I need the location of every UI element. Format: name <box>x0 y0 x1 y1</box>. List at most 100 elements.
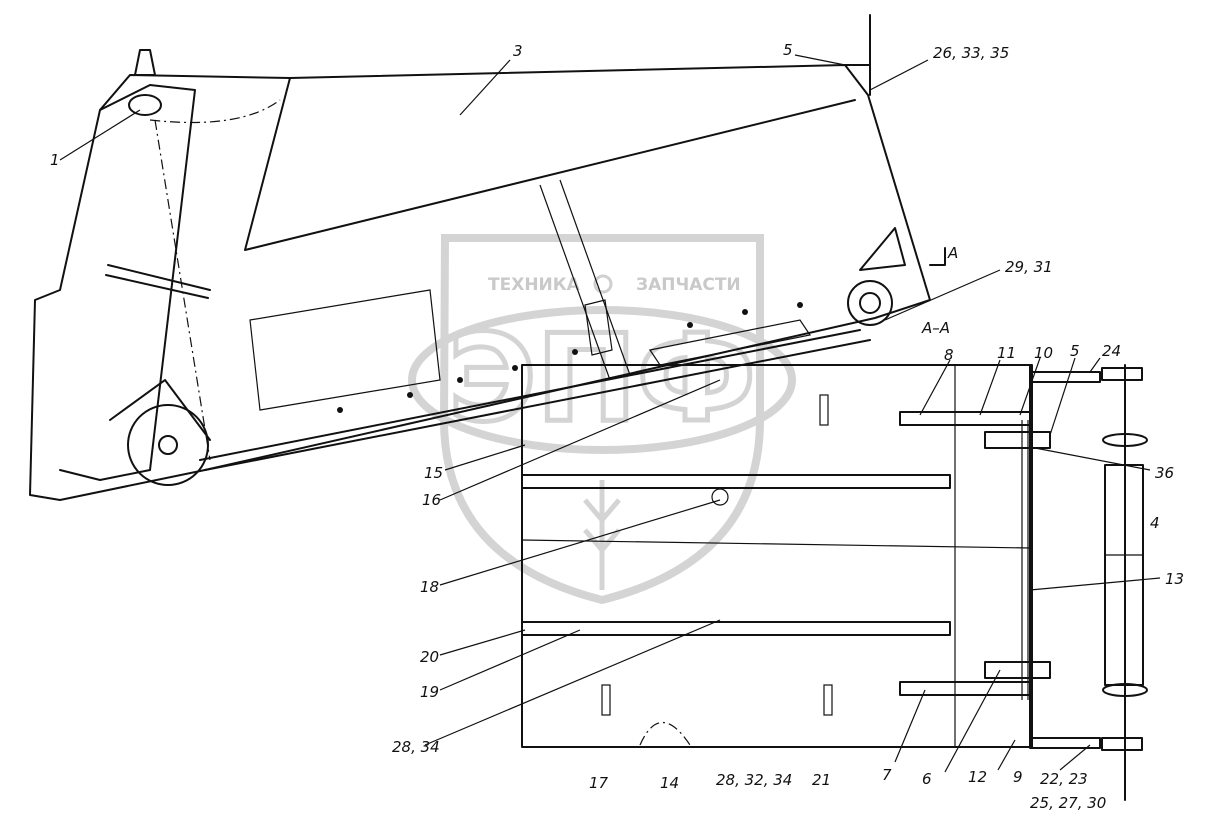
upper-bearing <box>128 94 162 116</box>
label-8-upper: 8 <box>944 346 954 364</box>
label-11: 11 <box>997 344 1016 362</box>
label-15: 15 <box>424 464 443 482</box>
label-22-23: 22, 23 <box>1040 770 1088 788</box>
leader <box>444 444 526 471</box>
leader <box>997 739 1016 771</box>
label-1: 1 <box>50 151 60 169</box>
leader <box>1029 577 1161 591</box>
section-view-title: A–A <box>921 319 950 337</box>
drive-pulley-hub <box>158 435 178 455</box>
mount-slot <box>601 684 611 716</box>
drive-pulley <box>127 404 209 486</box>
section-mark-letter: A <box>947 244 958 262</box>
hidden-arc <box>639 721 691 746</box>
leader <box>424 619 721 746</box>
leader <box>944 669 1001 773</box>
watermark-ellipse <box>408 306 796 454</box>
bolt <box>572 349 578 355</box>
label-25-27-30: 25, 27, 30 <box>1030 794 1106 812</box>
column-band <box>105 264 211 299</box>
label-29: 29, 31 <box>1005 258 1053 276</box>
strut-clamp <box>584 299 613 356</box>
tail-pulley <box>847 280 893 326</box>
bolt <box>457 377 463 383</box>
leader <box>869 59 929 91</box>
label-6: 6 <box>922 770 932 788</box>
lower-bracket <box>899 681 1031 696</box>
leader <box>1034 447 1151 471</box>
leader <box>459 59 511 116</box>
lower-flange <box>1102 683 1148 697</box>
bottom-shaft-cap <box>1101 737 1143 751</box>
leader <box>59 109 141 161</box>
mount-slot <box>819 394 829 426</box>
watermark-right-word: ЗАПЧАСТИ <box>636 275 741 295</box>
bottom-shaft-arm <box>1029 737 1101 749</box>
lower-slat <box>521 621 951 636</box>
leader <box>979 359 1001 416</box>
bolt <box>687 322 693 328</box>
centerline <box>149 99 281 124</box>
leader <box>1019 357 1041 416</box>
label-21: 21 <box>812 771 831 789</box>
label-4: 4 <box>1150 514 1160 532</box>
belt-line <box>521 539 1031 549</box>
part-labels: 1 3 5 26, 33, 35 A 29, 31 A–A 8 11 10 5 … <box>50 41 1184 812</box>
leader <box>439 629 526 656</box>
end-plates <box>1021 420 1029 700</box>
top-fitting <box>134 49 156 76</box>
label-5: 5 <box>1070 342 1080 360</box>
inspection-panel <box>249 289 441 411</box>
label-19: 19 <box>420 683 439 701</box>
label-14: 14 <box>660 774 679 792</box>
leader <box>1089 357 1101 373</box>
hopper-panel <box>244 77 856 251</box>
watermark-left-word: ТЕХНИКА <box>488 275 581 295</box>
upper-link <box>984 431 1051 449</box>
label-12: 12 <box>968 768 987 786</box>
label-13: 13 <box>1165 570 1184 588</box>
leader <box>439 379 721 501</box>
leader-lines <box>59 54 1161 773</box>
leader <box>919 359 951 416</box>
label-10: 10 <box>1034 344 1053 362</box>
label-3: 3 <box>513 42 523 60</box>
section-view <box>521 364 1148 801</box>
diagonal-strut <box>539 179 631 381</box>
tail-pulley-hub <box>859 292 881 314</box>
label-17: 17 <box>589 774 609 792</box>
left-column <box>59 84 196 481</box>
label-20: 20 <box>420 648 439 666</box>
upper-flange <box>1102 433 1148 447</box>
upper-bracket <box>899 411 1031 426</box>
label-18: 18 <box>420 578 439 596</box>
top-shaft-arm <box>1029 371 1101 383</box>
leader <box>1049 357 1076 436</box>
label-28-32-34: 28, 32, 34 <box>716 771 792 789</box>
label-5-top: 5 <box>783 41 793 59</box>
mount-slot <box>823 684 833 716</box>
bolt <box>797 302 803 308</box>
bolt <box>512 365 518 371</box>
leader <box>884 269 1001 321</box>
upper-slat <box>521 474 951 489</box>
label-9: 9 <box>1013 768 1023 786</box>
gear-icon <box>593 274 613 294</box>
bolt <box>337 407 343 413</box>
wheat-icon <box>583 480 621 590</box>
label-26: 26, 33, 35 <box>933 44 1009 62</box>
pulley-guard <box>109 379 211 441</box>
top-shaft-cap <box>1101 367 1143 381</box>
bolt <box>742 309 748 315</box>
label-36: 36 <box>1155 464 1174 482</box>
label-7: 7 <box>882 766 892 784</box>
tail-gusset <box>859 227 906 271</box>
conveyor-beam <box>199 329 871 471</box>
leader <box>439 499 721 586</box>
leader <box>1059 744 1091 771</box>
slat-fastener <box>711 488 729 506</box>
plan-frame <box>521 364 1033 748</box>
leader <box>794 54 846 66</box>
